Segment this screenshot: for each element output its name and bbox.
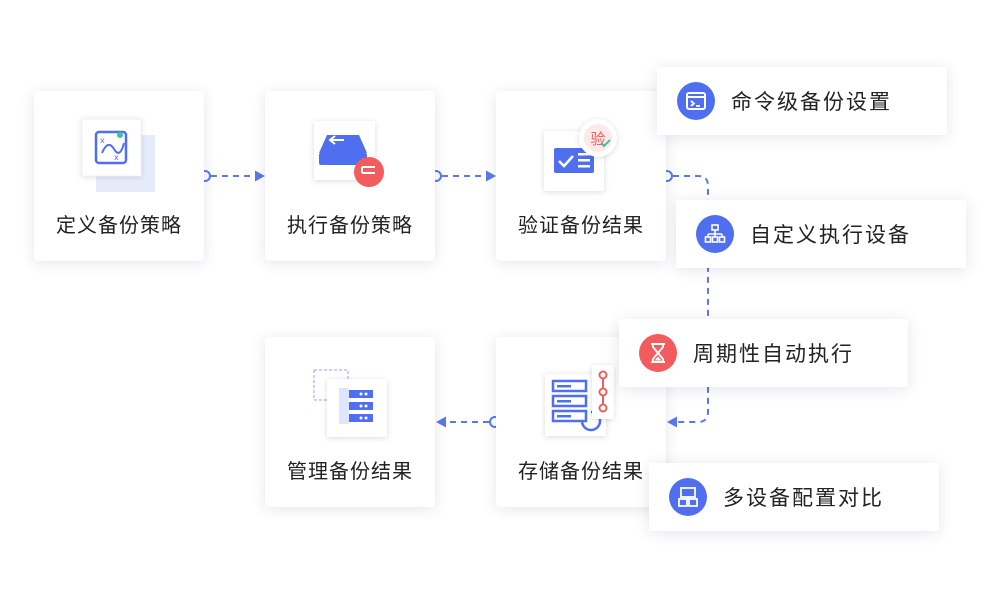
strategy-map-icon: x x	[81, 118, 155, 192]
svg-text:x: x	[114, 153, 119, 162]
devices-icon	[669, 478, 707, 516]
feature-periodic-tag[interactable]: 周期性自动执行	[619, 319, 908, 387]
step-manage-card[interactable]: 管理备份结果	[265, 337, 435, 507]
backup-drive-icon	[314, 121, 384, 187]
svg-text:x: x	[100, 136, 105, 145]
step-store-label: 存储备份结果	[518, 459, 644, 483]
verify-check-icon: 验	[544, 119, 617, 191]
arrow-head-1	[255, 170, 265, 182]
feature-compare-label: 多设备配置对比	[723, 486, 884, 510]
feature-command-tag[interactable]: 命令级备份设置	[657, 67, 947, 135]
step-store-card[interactable]: 存储备份结果	[496, 337, 666, 507]
feature-custom-label: 自定义执行设备	[750, 223, 911, 247]
arrow-head-4	[436, 416, 446, 428]
feature-command-label: 命令级备份设置	[731, 90, 892, 114]
step-execute-card[interactable]: 执行备份策略	[265, 91, 435, 261]
manage-server-icon	[313, 369, 387, 437]
step-define-card[interactable]: x x 定义备份策略	[34, 91, 204, 261]
server-storage-icon	[545, 365, 614, 436]
feature-compare-tag[interactable]: 多设备配置对比	[649, 463, 939, 531]
step-verify-label: 验证备份结果	[518, 213, 644, 237]
org-tree-icon	[696, 215, 734, 253]
hourglass-icon	[639, 334, 677, 372]
step-define-label: 定义备份策略	[56, 213, 182, 237]
arrow-head-3	[667, 416, 677, 428]
feature-periodic-label: 周期性自动执行	[693, 342, 854, 366]
step-verify-card[interactable]: 验 验证备份结果	[496, 91, 666, 261]
step-manage-label: 管理备份结果	[287, 459, 413, 483]
step-execute-label: 执行备份策略	[287, 213, 413, 237]
feature-custom-tag[interactable]: 自定义执行设备	[676, 200, 966, 268]
terminal-icon	[677, 82, 715, 120]
arrow-head-2	[486, 170, 496, 182]
